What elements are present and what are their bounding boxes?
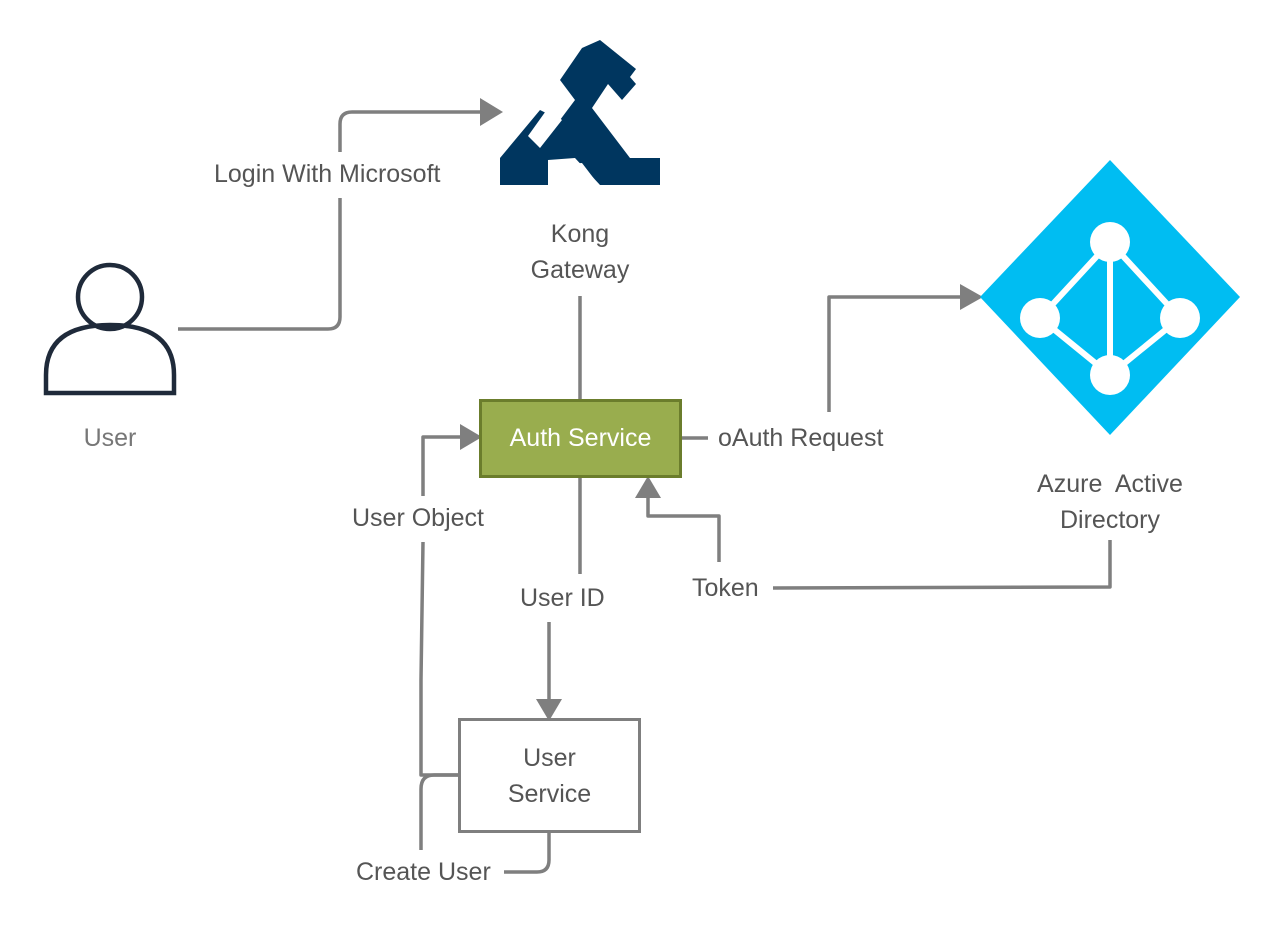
- connector-oauth-azure: [827, 295, 960, 412]
- arrowhead-usersvc: [536, 699, 562, 721]
- connector-userobject-auth: [421, 435, 460, 496]
- edge-label-create-user: Create User: [356, 858, 491, 886]
- person-icon: [43, 262, 177, 396]
- arrowhead-azure: [960, 284, 983, 310]
- edge-label-oauth-request: oAuth Request: [718, 424, 884, 452]
- auth-service-node: Auth Service: [479, 399, 682, 478]
- azure-ad-label: Azure Active Directory: [1037, 470, 1183, 534]
- connector-login-upper: [338, 110, 480, 152]
- edge-label-login: Login With Microsoft: [214, 160, 441, 188]
- arrowhead-auth-token: [635, 476, 661, 498]
- azure-active-directory-icon: [980, 160, 1240, 435]
- connector-azure-token: [772, 540, 1112, 590]
- arrowhead-kong: [480, 98, 503, 126]
- auth-service-label: Auth Service: [509, 424, 652, 452]
- edge-label-user-object: User Object: [352, 504, 484, 532]
- connector-login: [178, 198, 342, 331]
- arrowhead-auth-userobject: [460, 424, 482, 450]
- kong-gorilla-logo-icon: [500, 40, 660, 185]
- user-service-label-line1: User: [523, 743, 576, 772]
- edge-label-token: Token: [692, 574, 759, 602]
- connector-create-user-bottom: [504, 833, 551, 874]
- edge-label-user-id: User ID: [520, 584, 605, 612]
- kong-gateway-label: Kong Gateway: [530, 220, 630, 284]
- user-service-label-line2: Service: [507, 779, 592, 808]
- connector-usersvc-userobject: [419, 541, 458, 777]
- user-label: User: [83, 424, 137, 452]
- user-service-node: User Service: [458, 718, 641, 833]
- connector-create-user: [419, 773, 458, 850]
- connector-token-auth: [646, 498, 721, 562]
